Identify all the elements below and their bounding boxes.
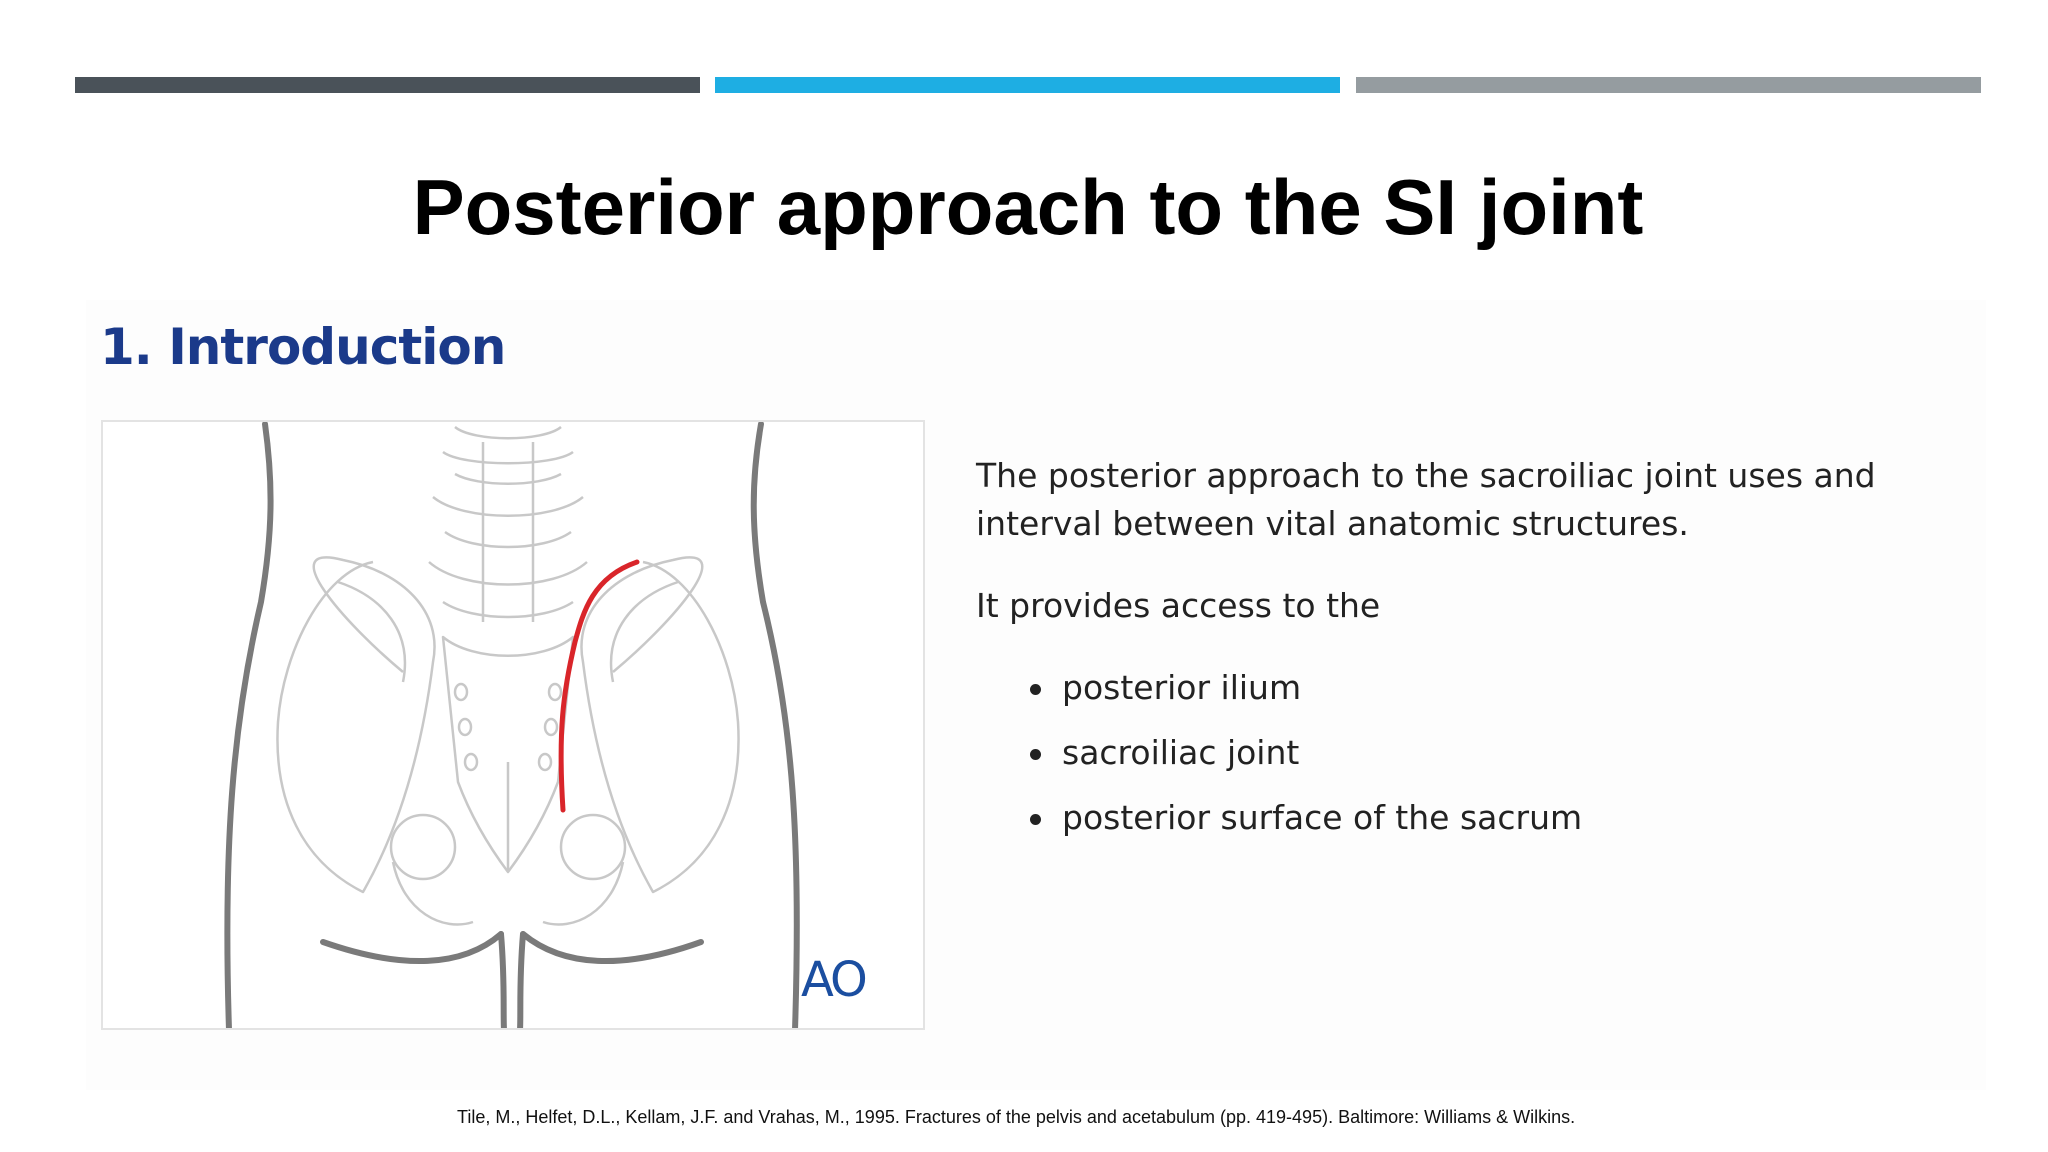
intro-paragraph: The posterior approach to the sacroiliac… bbox=[976, 456, 1876, 543]
list-item-text: posterior surface of the sacrum bbox=[1062, 798, 1583, 837]
section-heading: 1. Introduction bbox=[100, 318, 506, 376]
bullet-icon bbox=[1030, 684, 1041, 695]
list-item: posterior ilium bbox=[1030, 664, 1976, 712]
pelvis-drawing bbox=[224, 422, 800, 1028]
body-text: The posterior approach to the sacroiliac… bbox=[976, 452, 1976, 859]
ao-logo: AO bbox=[801, 952, 868, 1008]
accent-bar-dark bbox=[75, 77, 700, 93]
access-list: posterior ilium sacroiliac joint posteri… bbox=[976, 664, 1976, 842]
list-item: sacroiliac joint bbox=[1030, 729, 1976, 777]
list-item: posterior surface of the sacrum bbox=[1030, 794, 1976, 842]
accent-bar-grey bbox=[1356, 77, 1981, 93]
slide-title: Posterior approach to the SI joint bbox=[412, 163, 1644, 251]
list-item-text: posterior ilium bbox=[1062, 668, 1302, 707]
pelvis-illustration: AO bbox=[101, 420, 925, 1030]
access-paragraph: It provides access to the bbox=[976, 586, 1381, 625]
bullet-icon bbox=[1030, 814, 1041, 825]
body-outline bbox=[224, 422, 800, 1028]
citation: Tile, M., Helfet, D.L., Kellam, J.F. and… bbox=[457, 1107, 1576, 1127]
pelvic-bones bbox=[276, 425, 740, 926]
incision-line bbox=[558, 559, 640, 813]
accent-bar-blue bbox=[715, 77, 1340, 93]
bullet-icon bbox=[1030, 749, 1041, 760]
list-item-text: sacroiliac joint bbox=[1062, 733, 1300, 772]
